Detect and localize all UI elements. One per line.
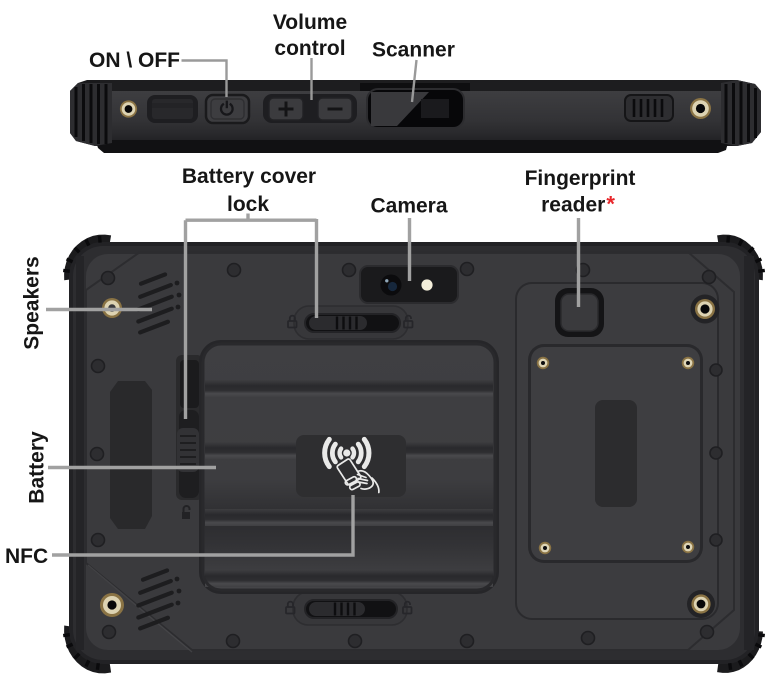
svg-text:Volume: Volume: [273, 11, 347, 34]
svg-text:Scanner: Scanner: [372, 39, 455, 62]
svg-text:Camera: Camera: [370, 195, 447, 218]
svg-text:control: control: [274, 37, 345, 60]
svg-text:Battery cover: Battery cover: [182, 165, 316, 188]
svg-text:NFC: NFC: [5, 545, 48, 568]
svg-text:Battery: Battery: [26, 431, 49, 504]
svg-text:reader*: reader*: [541, 192, 615, 217]
svg-text:lock: lock: [227, 193, 269, 216]
svg-text:Fingerprint: Fingerprint: [525, 167, 636, 190]
svg-text:ON \ OFF: ON \ OFF: [89, 49, 180, 72]
svg-text:Speakers: Speakers: [21, 256, 44, 349]
